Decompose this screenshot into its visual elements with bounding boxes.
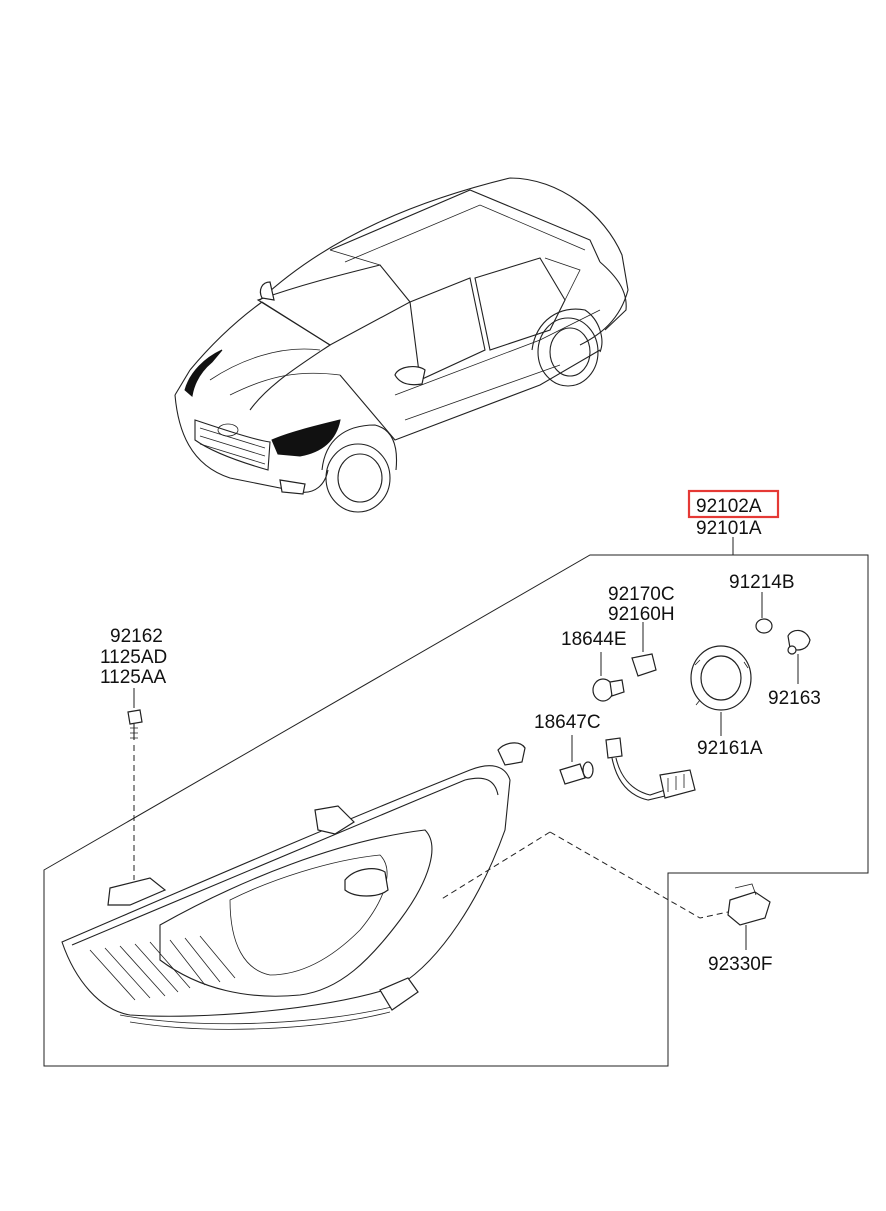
wiring-harness — [605, 737, 696, 801]
socket-92160H — [631, 622, 657, 677]
headlamp-assembly — [61, 742, 526, 1030]
label-92170C[interactable]: 92170C — [608, 584, 675, 605]
label-18647C[interactable]: 18647C — [534, 712, 601, 733]
label-92162[interactable]: 92162 — [110, 626, 163, 647]
label-92330F[interactable]: 92330F — [708, 954, 772, 975]
bulb-18644E — [592, 652, 625, 702]
bulb-18647C — [559, 735, 594, 785]
label-92163[interactable]: 92163 — [768, 688, 821, 709]
label-1125AA[interactable]: 1125AA — [100, 667, 167, 688]
label-1125AD[interactable]: 1125AD — [100, 647, 167, 668]
label-92102A[interactable]: 92102A — [696, 496, 762, 517]
grommet-91214B — [755, 592, 773, 634]
label-91214B[interactable]: 91214B — [729, 572, 795, 593]
bolt-92162 — [127, 688, 143, 880]
selected-part-highlight — [687, 489, 780, 519]
connector-92330F — [439, 831, 771, 950]
label-18644E[interactable]: 18644E — [561, 629, 627, 650]
dust-cover-92161A — [690, 645, 752, 736]
label-92160H[interactable]: 92160H — [608, 604, 675, 625]
cap-92163 — [787, 629, 811, 684]
label-92101A[interactable]: 92101A — [696, 518, 762, 539]
part-labels: 92102A 92101A 92170C 92160H 91214B 18644… — [100, 489, 821, 975]
assembly-frame — [43, 537, 869, 1067]
car-illustration — [174, 177, 629, 513]
label-92161A[interactable]: 92161A — [697, 738, 763, 759]
